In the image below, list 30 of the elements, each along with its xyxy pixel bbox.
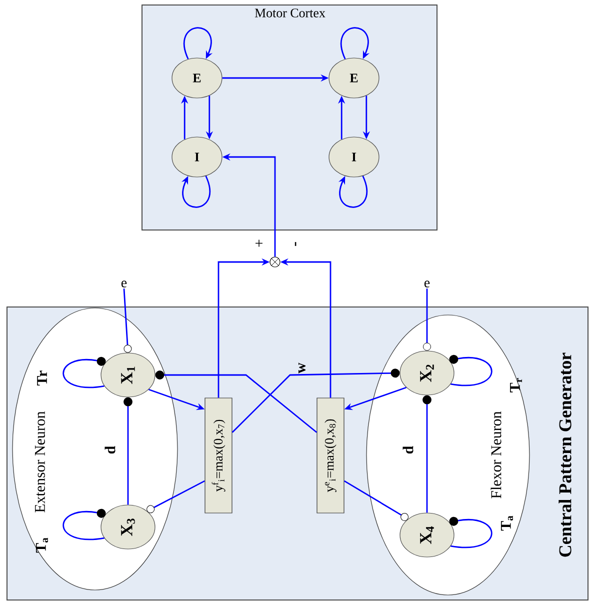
edge-label: T$_{r}$ bbox=[510, 378, 522, 392]
edge-label: - bbox=[294, 242, 296, 246]
connector bbox=[423, 288, 431, 351]
connector bbox=[184, 27, 213, 60]
connector bbox=[146, 480, 206, 514]
connector bbox=[449, 516, 492, 548]
edge-label: d bbox=[402, 446, 414, 454]
connector bbox=[340, 27, 370, 60]
edge-label: + bbox=[256, 240, 262, 247]
input-label: e bbox=[424, 280, 430, 288]
connector bbox=[62, 356, 106, 388]
connector bbox=[422, 395, 432, 513]
edge-label: d bbox=[104, 446, 116, 454]
connector bbox=[232, 368, 400, 433]
edge-label: Tr bbox=[37, 370, 47, 386]
connector bbox=[344, 480, 409, 521]
edge-label: T$_{a}$ bbox=[36, 538, 48, 553]
summing-junction bbox=[270, 256, 280, 268]
connector bbox=[124, 397, 132, 505]
output-function-box: y$^{f}$$_{i}$=max(0,x$_{7}$) bbox=[204, 398, 232, 514]
output-function-box: y$^{e}$$_{i}$=max(0,x$_{8}$) bbox=[316, 398, 344, 514]
edge-label: w bbox=[298, 362, 306, 374]
connector bbox=[155, 370, 318, 433]
connector bbox=[338, 176, 368, 208]
input-label: e bbox=[121, 280, 127, 288]
connector bbox=[181, 176, 210, 208]
edge-label: T$_{a}$ bbox=[500, 516, 514, 531]
connector bbox=[62, 508, 106, 540]
connector bbox=[449, 354, 492, 386]
connector bbox=[123, 288, 132, 353]
